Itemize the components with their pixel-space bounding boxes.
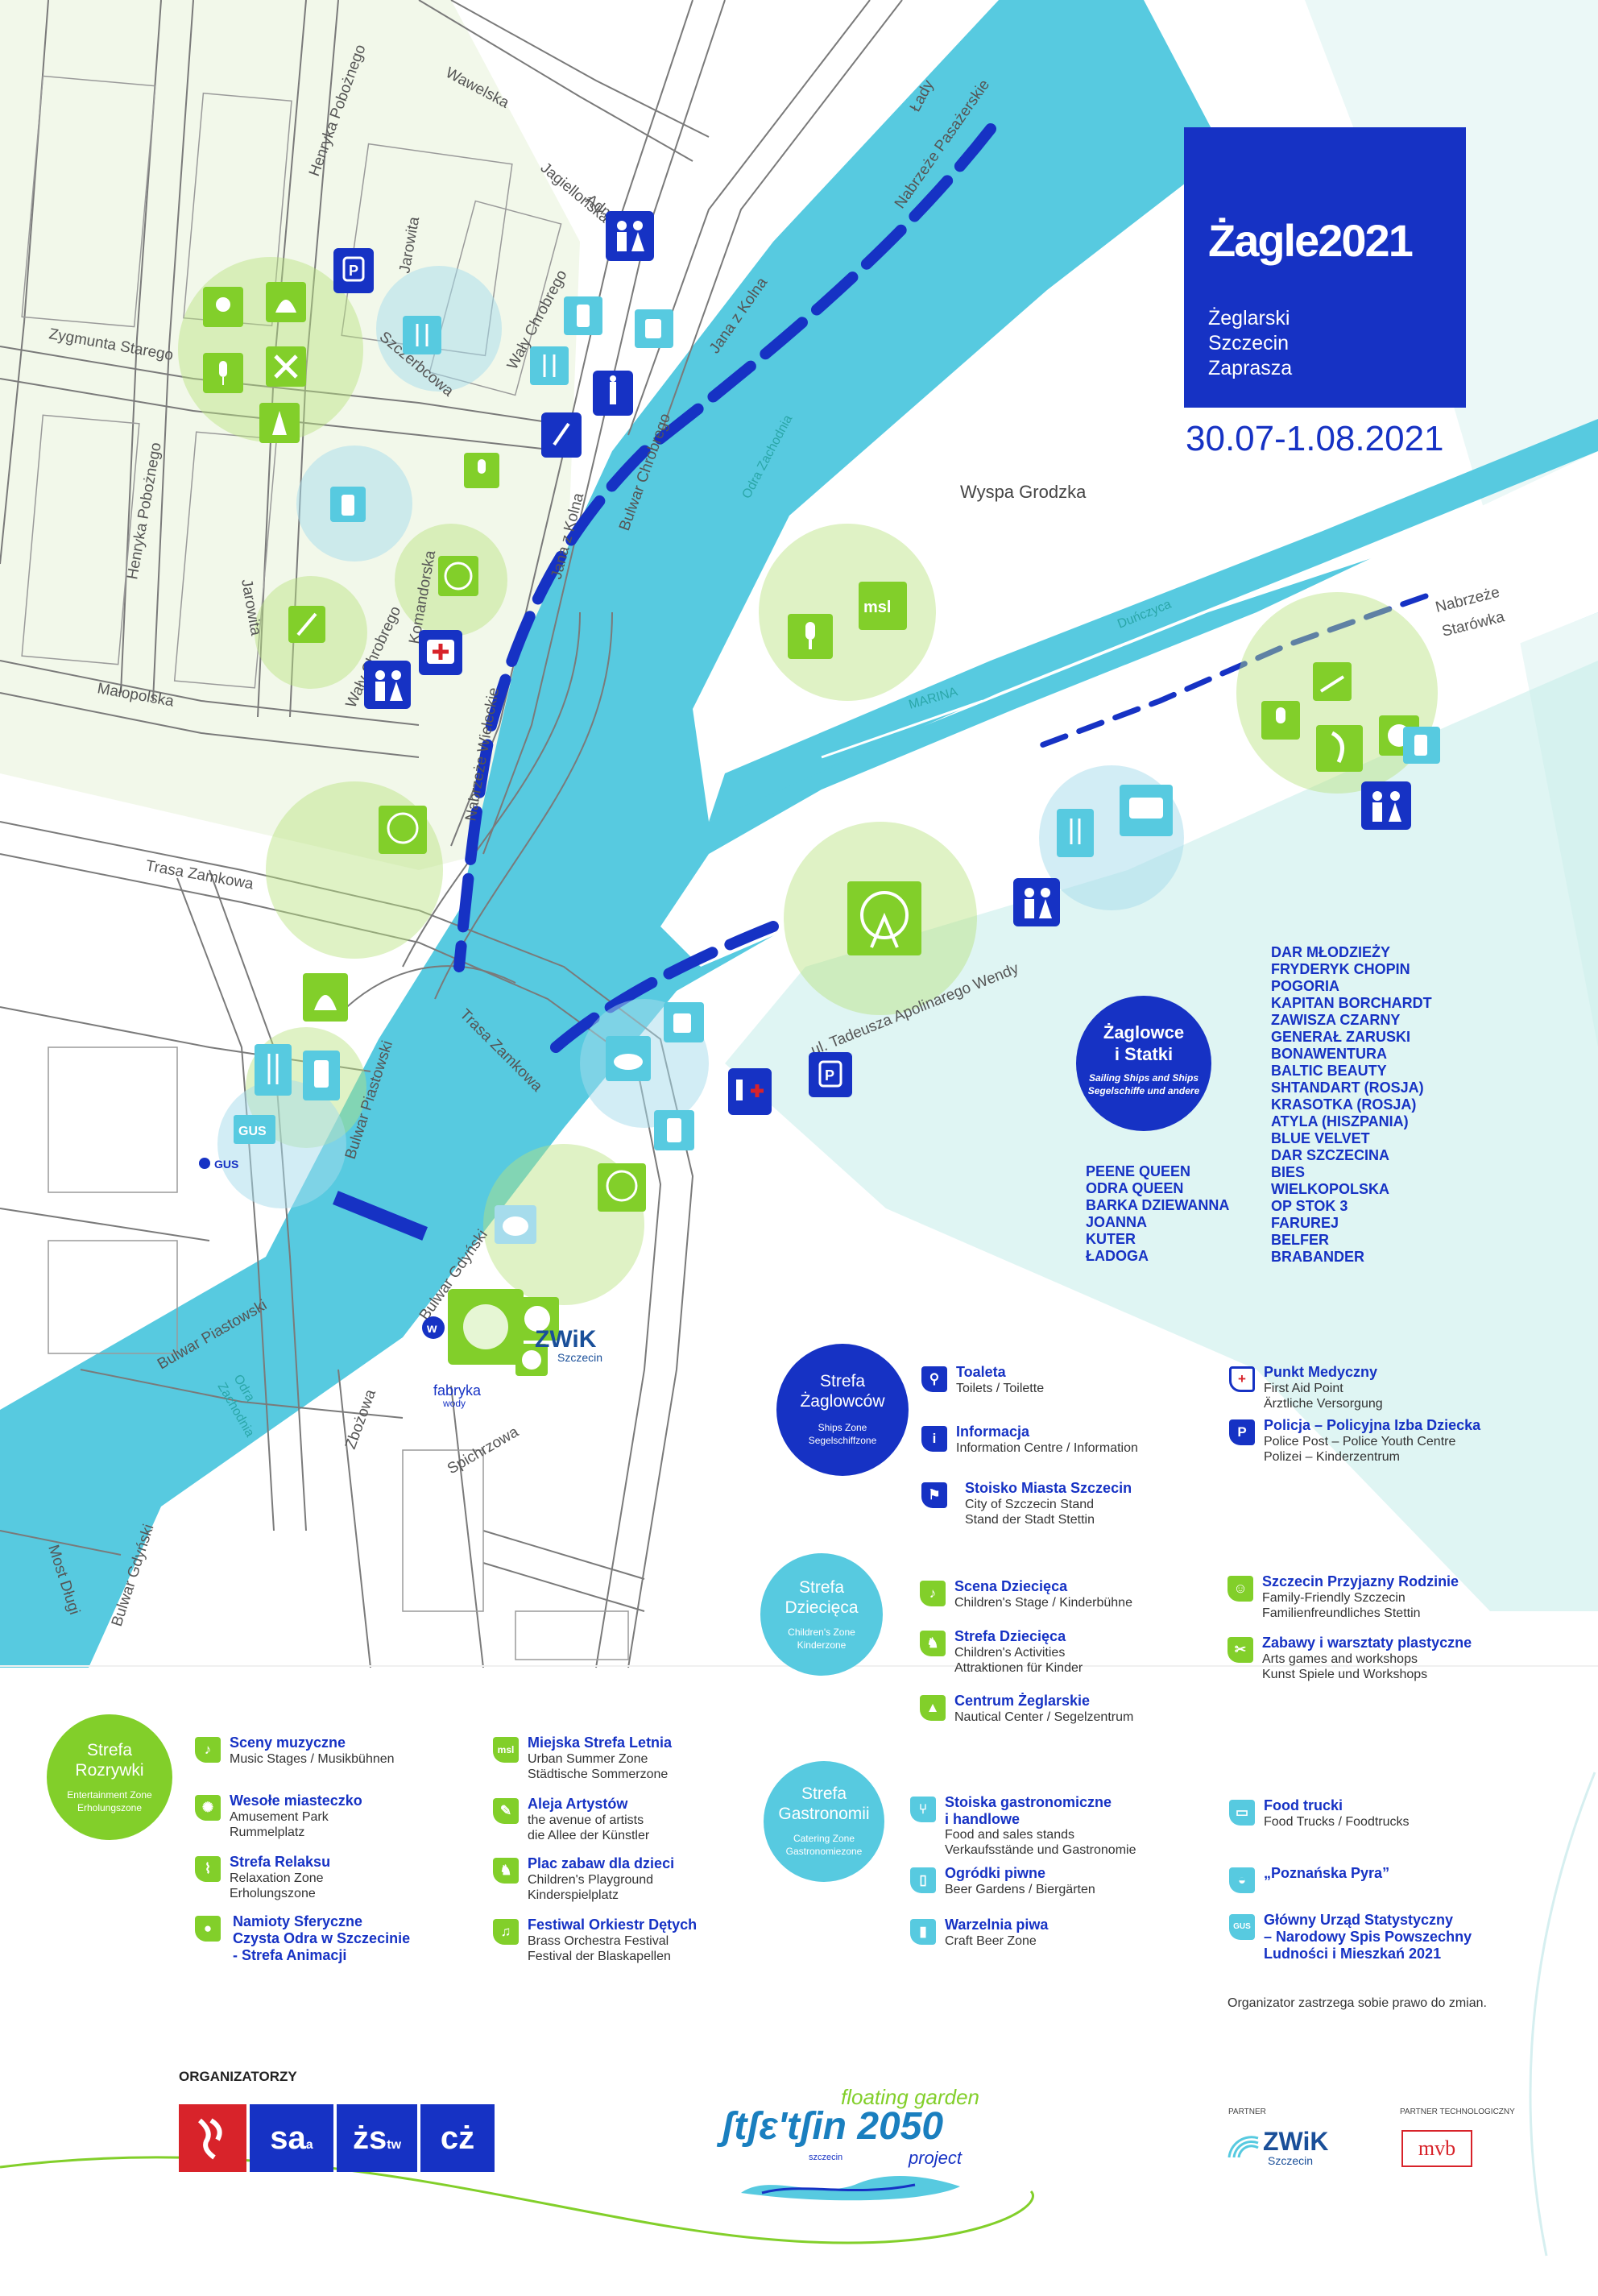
kids-activities-icon: ♞ <box>920 1631 946 1656</box>
ship-name: DAR MŁODZIEŻY <box>1271 944 1390 960</box>
gus-icon: GUS <box>1229 1914 1255 1940</box>
ship-berths-thin <box>1028 593 1429 752</box>
title-block: Żagle2021 Żeglarski Szczecin Zaprasza <box>1184 127 1466 408</box>
beer-icon: ▯ <box>910 1867 936 1893</box>
lasztownia-island <box>660 451 1598 967</box>
ship-name: BONAWENTURA <box>1271 1046 1387 1062</box>
brush-icon: ✎ <box>493 1798 519 1824</box>
kids-stage-icon: ♪ <box>920 1581 946 1606</box>
ship-name: SHTANDART (ROSJA) <box>1271 1080 1424 1096</box>
svg-text:GUS: GUS <box>238 1125 267 1138</box>
bridge <box>332 1191 428 1241</box>
potato-icon: ◒ <box>1229 1867 1255 1893</box>
svg-text:GUS: GUS <box>214 1158 238 1171</box>
ship-name: ATYLA (HISZPANIA) <box>1271 1113 1409 1129</box>
ship-name: DAR SZCZECINA <box>1271 1147 1389 1163</box>
cutlery-icon: ⑂ <box>910 1797 936 1822</box>
event-logo: Żagle2021 <box>1208 215 1414 266</box>
music-stage-icon: ♪ <box>195 1737 221 1763</box>
right-bank-water-tint <box>725 661 1598 1611</box>
map-icons: P msl GUS P <box>203 211 1440 1376</box>
mvb-logo: mvb <box>1401 2130 1472 2167</box>
ship-name: ODRA QUEEN <box>1086 1180 1184 1196</box>
ship-name: KAPITAN BORCHARDT <box>1271 995 1432 1011</box>
svg-text:fabryka: fabryka <box>433 1382 482 1399</box>
city-stand-icon: ⚑ <box>921 1482 947 1508</box>
ship-name: ZAWISZA CZARNY <box>1271 1012 1401 1028</box>
fabryka-wody-logo: w fabryka wody <box>422 1316 482 1409</box>
svg-text:msl: msl <box>863 599 891 616</box>
zwik-partner-logo: ZWiK Szczecin <box>1227 2127 1356 2167</box>
ship-name: FRYDERYK CHOPIN <box>1271 961 1410 977</box>
svg-text:Szczecin: Szczecin <box>557 1351 602 1364</box>
rocking-horse-icon: ♞ <box>493 1858 519 1884</box>
partner-label: PARTNER <box>1228 2107 1266 2116</box>
right-bank-tint <box>1305 0 1598 1047</box>
ship-name: WIELKOPOLSKA <box>1271 1181 1389 1197</box>
svg-text:ZWiK: ZWiK <box>535 1326 597 1353</box>
ship-name: OP STOK 3 <box>1271 1198 1348 1214</box>
ship-name: POGORIA <box>1271 978 1340 994</box>
msl-icon: msl <box>493 1737 519 1763</box>
svg-text:wody: wody <box>442 1398 466 1409</box>
family-icon: ☺ <box>1227 1576 1253 1602</box>
tech-partner-label: PARTNER TECHNOLOGICZNY <box>1400 2107 1515 2116</box>
svg-text:w: w <box>426 1322 437 1336</box>
first-aid-icon: + <box>1229 1366 1255 1392</box>
ferris-wheel-icon: ✺ <box>195 1795 221 1821</box>
food-truck-icon: ▭ <box>1229 1800 1255 1826</box>
szczecin-logo <box>179 2104 246 2172</box>
zs-logo: żstw <box>337 2104 417 2172</box>
ship-name: JOANNA <box>1086 1214 1148 1230</box>
ship-name: KRASOTKA (ROSJA) <box>1271 1096 1417 1113</box>
ship-name: FARUREJ <box>1271 1215 1339 1231</box>
stetin-2050-logo: floating garden ʃtʃɛ'tʃin 2050 szczecin … <box>722 2085 987 2206</box>
sa-logo: saa <box>250 2104 333 2172</box>
dunczyca-channel <box>709 419 1598 822</box>
deckchair-icon: ⌇ <box>195 1856 221 1882</box>
brewery-icon: ▮ <box>910 1919 936 1945</box>
ship-name: GENERAŁ ZARUSKI <box>1271 1029 1411 1045</box>
police-map-icon: P <box>333 248 374 293</box>
marina-piers <box>821 699 1008 823</box>
cz-logo: cż <box>420 2104 495 2172</box>
nautical-center-icon: ▲ <box>920 1695 946 1721</box>
ship-name: BLUE VELVET <box>1271 1130 1370 1146</box>
saxophone-icon: ♫ <box>493 1919 519 1945</box>
svg-text:P: P <box>349 263 358 279</box>
info-icon: i <box>921 1426 947 1452</box>
sphere-tent-icon: ● <box>195 1916 221 1942</box>
organizers-label: ORGANIZATORZY <box>179 2069 297 2084</box>
event-tagline: Żeglarski Szczecin Zaprasza <box>1208 307 1293 379</box>
svg-text:P: P <box>825 1067 834 1084</box>
gus-map-logo: GUS <box>199 1158 238 1171</box>
event-dates: 30.07-1.08.2021 <box>1186 419 1444 458</box>
ship-name: BIES <box>1271 1164 1306 1180</box>
ship-name: ŁADOGA <box>1086 1248 1149 1264</box>
art-workshop-icon: ✂ <box>1227 1637 1253 1663</box>
ship-name: BRABANDER <box>1271 1249 1364 1265</box>
ship-name: PEENE QUEEN <box>1086 1163 1191 1179</box>
ship-name: KUTER <box>1086 1231 1136 1247</box>
zwik-map-logo: ZWiK Szczecin <box>535 1326 602 1364</box>
police-icon: P <box>1229 1419 1255 1445</box>
disclaimer-note: Organizator zastrzega sobie prawo do zmi… <box>1227 1996 1487 2010</box>
ship-name: BALTIC BEAUTY <box>1271 1063 1387 1079</box>
ship-name: BARKA DZIEWANNA <box>1086 1197 1230 1213</box>
island-label: Wyspa Grodzka <box>960 482 1087 502</box>
right-wave <box>1529 1772 1596 2257</box>
ship-name: BELFER <box>1271 1232 1329 1248</box>
toilet-icon: ⚲ <box>921 1366 947 1392</box>
ship-berths <box>453 123 996 1053</box>
